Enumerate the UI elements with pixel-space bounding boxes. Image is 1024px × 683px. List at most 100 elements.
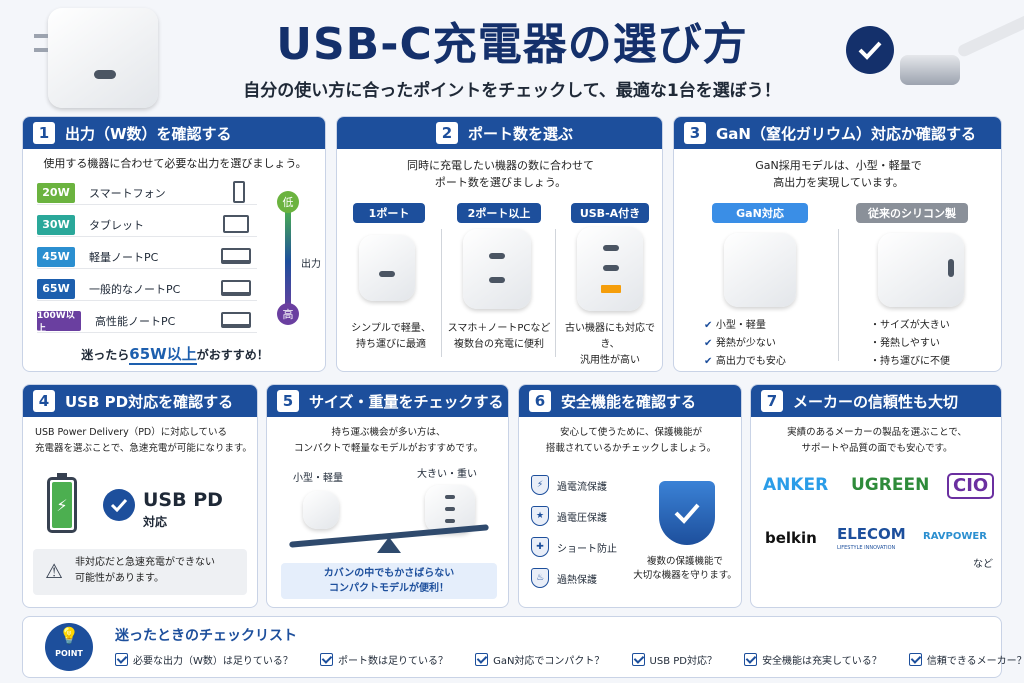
- desc-line: 実績のあるメーカーの製品を選ぶことで、: [787, 427, 967, 438]
- desc-line: 持ち運ぶ機会が多い方は、: [331, 427, 446, 438]
- note-line: 古い機器にも対応でき、: [565, 323, 655, 350]
- low-badge: 低: [277, 191, 299, 213]
- brand-ugreen: UGREEN: [851, 475, 930, 495]
- desc-line: USB Power Delivery（PD）に対応している: [35, 427, 227, 438]
- card-header: 6 安全機能を確認する: [519, 385, 741, 417]
- desc-line: 安心して使うために、保護機能が: [560, 427, 702, 438]
- point-text: ・発熱しやすい: [870, 338, 940, 349]
- watt-badge: 100W以上: [37, 310, 81, 334]
- watt-badge: 65W: [37, 278, 75, 299]
- brand-anker: ANKER: [763, 475, 829, 495]
- recommend-highlight: 65W以上: [129, 345, 197, 365]
- item-text: ポート数は足りている？: [337, 656, 448, 667]
- desc-line: 高出力を実現しています。: [773, 176, 904, 189]
- card-description: 使用する機器に合わせて必要な出力を選びましょう。: [43, 157, 307, 170]
- checklist-item: GaN対応でコンパクト？: [475, 652, 604, 667]
- recommendation: 迷ったら65W以上がおすすめ！: [23, 343, 325, 365]
- port-note: 古い機器にも対応でき、汎用性が高い: [557, 321, 662, 369]
- gan-point: ✔ 高出力でも安心: [704, 353, 786, 371]
- card-title: ポート数を選ぶ: [467, 124, 573, 143]
- small-label: 小型・軽量: [293, 473, 343, 484]
- card-header: 4 USB PD対応を確認する: [23, 385, 257, 417]
- card-number: 2: [435, 122, 458, 144]
- warning-icon: ⚠: [45, 559, 63, 583]
- recommend-post: がおすすめ！: [196, 348, 269, 362]
- feature-text: ショート防止: [557, 543, 617, 555]
- shield-icon: ⚡: [531, 475, 549, 495]
- card-description: 持ち運ぶ機会が多い方は、 コンパクトで軽量なモデルがおすすめです。: [267, 425, 508, 457]
- brand-elecom-sub: LIFESTYLE INNOVATION: [837, 545, 896, 551]
- tablet-icon: [223, 215, 249, 233]
- desc-line: 搭載されているかチェックしましょう。: [545, 443, 717, 454]
- gan-points: ✔ 小型・軽量 ✔ 発熱が少ない ✔ 高出力でも安心: [704, 317, 786, 371]
- output-row: 100W以上高性能ノートPC: [37, 309, 257, 334]
- etc-label: など: [973, 559, 993, 570]
- silicon-charger-image: [878, 233, 964, 307]
- shield-icon: ♨: [531, 568, 549, 588]
- big-shield-icon: [659, 481, 715, 545]
- silicon-label: 従来のシリコン製: [856, 203, 968, 223]
- gan-point: ✔ 発熱が少ない: [704, 335, 786, 353]
- watt-badge: 20W: [37, 182, 75, 203]
- gan-point: ✔ 小型・軽量: [704, 317, 786, 335]
- big-charger-image: [425, 485, 475, 533]
- high-badge: 高: [277, 303, 299, 325]
- point-text: ・サイズが大きい: [870, 320, 950, 331]
- phone-icon: [233, 181, 245, 203]
- card-number: 1: [33, 122, 55, 144]
- check-bubble-icon: [846, 26, 894, 74]
- note-line: シンプルで軽量、: [351, 323, 431, 334]
- feature-text: 過熱保護: [557, 574, 597, 586]
- pd-badge: USB PD: [143, 489, 223, 511]
- card-number: 3: [684, 122, 706, 144]
- small-charger-image: [303, 491, 339, 529]
- item-text: 必要な出力（W数）は足りている？: [133, 656, 293, 667]
- checklist-title: 迷ったときのチェックリスト: [115, 628, 297, 644]
- port-note: シンプルで軽量、持ち運びに最適: [343, 321, 439, 353]
- checklist-item: 信頼できるメーカー？: [908, 652, 1024, 667]
- item-text: USB PD対応？: [649, 656, 717, 667]
- safety-feature: ♨ 過熱保護: [531, 568, 597, 588]
- card-number: 7: [761, 390, 783, 412]
- port-option-label: 1ポート: [353, 203, 425, 223]
- desc-line: サポートや品質の面でも安心です。: [801, 443, 953, 454]
- checklist-item: USB PD対応？: [631, 652, 717, 667]
- silicon-points: ・サイズが大きい ・発熱しやすい ・持ち運びに不便: [870, 317, 950, 371]
- note-line: スマホ＋ノートPCなど: [447, 323, 551, 334]
- checkbox-icon: [319, 653, 333, 666]
- shield-icon: ★: [531, 506, 549, 526]
- safety-feature: ★ 過電圧保護: [531, 506, 607, 526]
- warning-text: 非対応だと急速充電ができない 可能性があります。: [75, 555, 215, 587]
- checkbox-icon: [908, 653, 922, 666]
- page-subtitle: 自分の使い方に合ったポイントをチェックして、最適な1台を選ぼう！: [243, 81, 781, 101]
- check-icon: ✔: [704, 320, 716, 331]
- shield-icon: ✚: [531, 537, 549, 557]
- gan-label: GaN対応: [712, 203, 808, 223]
- checklist-panel: 💡 POINT 迷ったときのチェックリスト 必要な出力（W数）は足りている？ ポ…: [22, 616, 1024, 678]
- desc-line: ポート数を選びましょう。: [434, 176, 567, 189]
- charger-prongs: [34, 48, 48, 52]
- device-label: 高性能ノートPC: [95, 314, 176, 328]
- note-line: 大切な機器を守ります。: [633, 570, 737, 581]
- brand-cio: CIO: [947, 473, 995, 499]
- check-icon: ✔: [704, 356, 716, 367]
- laptop-icon: [221, 280, 251, 296]
- big-label: 大きい・重い: [417, 469, 477, 480]
- output-gradient-bar: [285, 209, 291, 313]
- card-header: 7 メーカーの信頼性も大切: [751, 385, 1001, 417]
- card-number: 5: [277, 390, 299, 412]
- checklist-item: 安全機能は充実している？: [744, 652, 882, 667]
- item-text: GaN対応でコンパクト？: [493, 656, 605, 667]
- check-circle-icon: [103, 489, 135, 521]
- note-line: コンパクトモデルが便利！: [329, 583, 449, 594]
- safety-note: 複数の保護機能で 大切な機器を守ります。: [629, 555, 741, 583]
- feature-text: 過電圧保護: [557, 512, 607, 524]
- recommend-pre: 迷ったら: [81, 348, 130, 362]
- desc-line: GaN採用モデルは、小型・軽量で: [755, 159, 922, 172]
- divider: [838, 229, 839, 361]
- card-header: 5 サイズ・重量をチェックする: [267, 385, 508, 417]
